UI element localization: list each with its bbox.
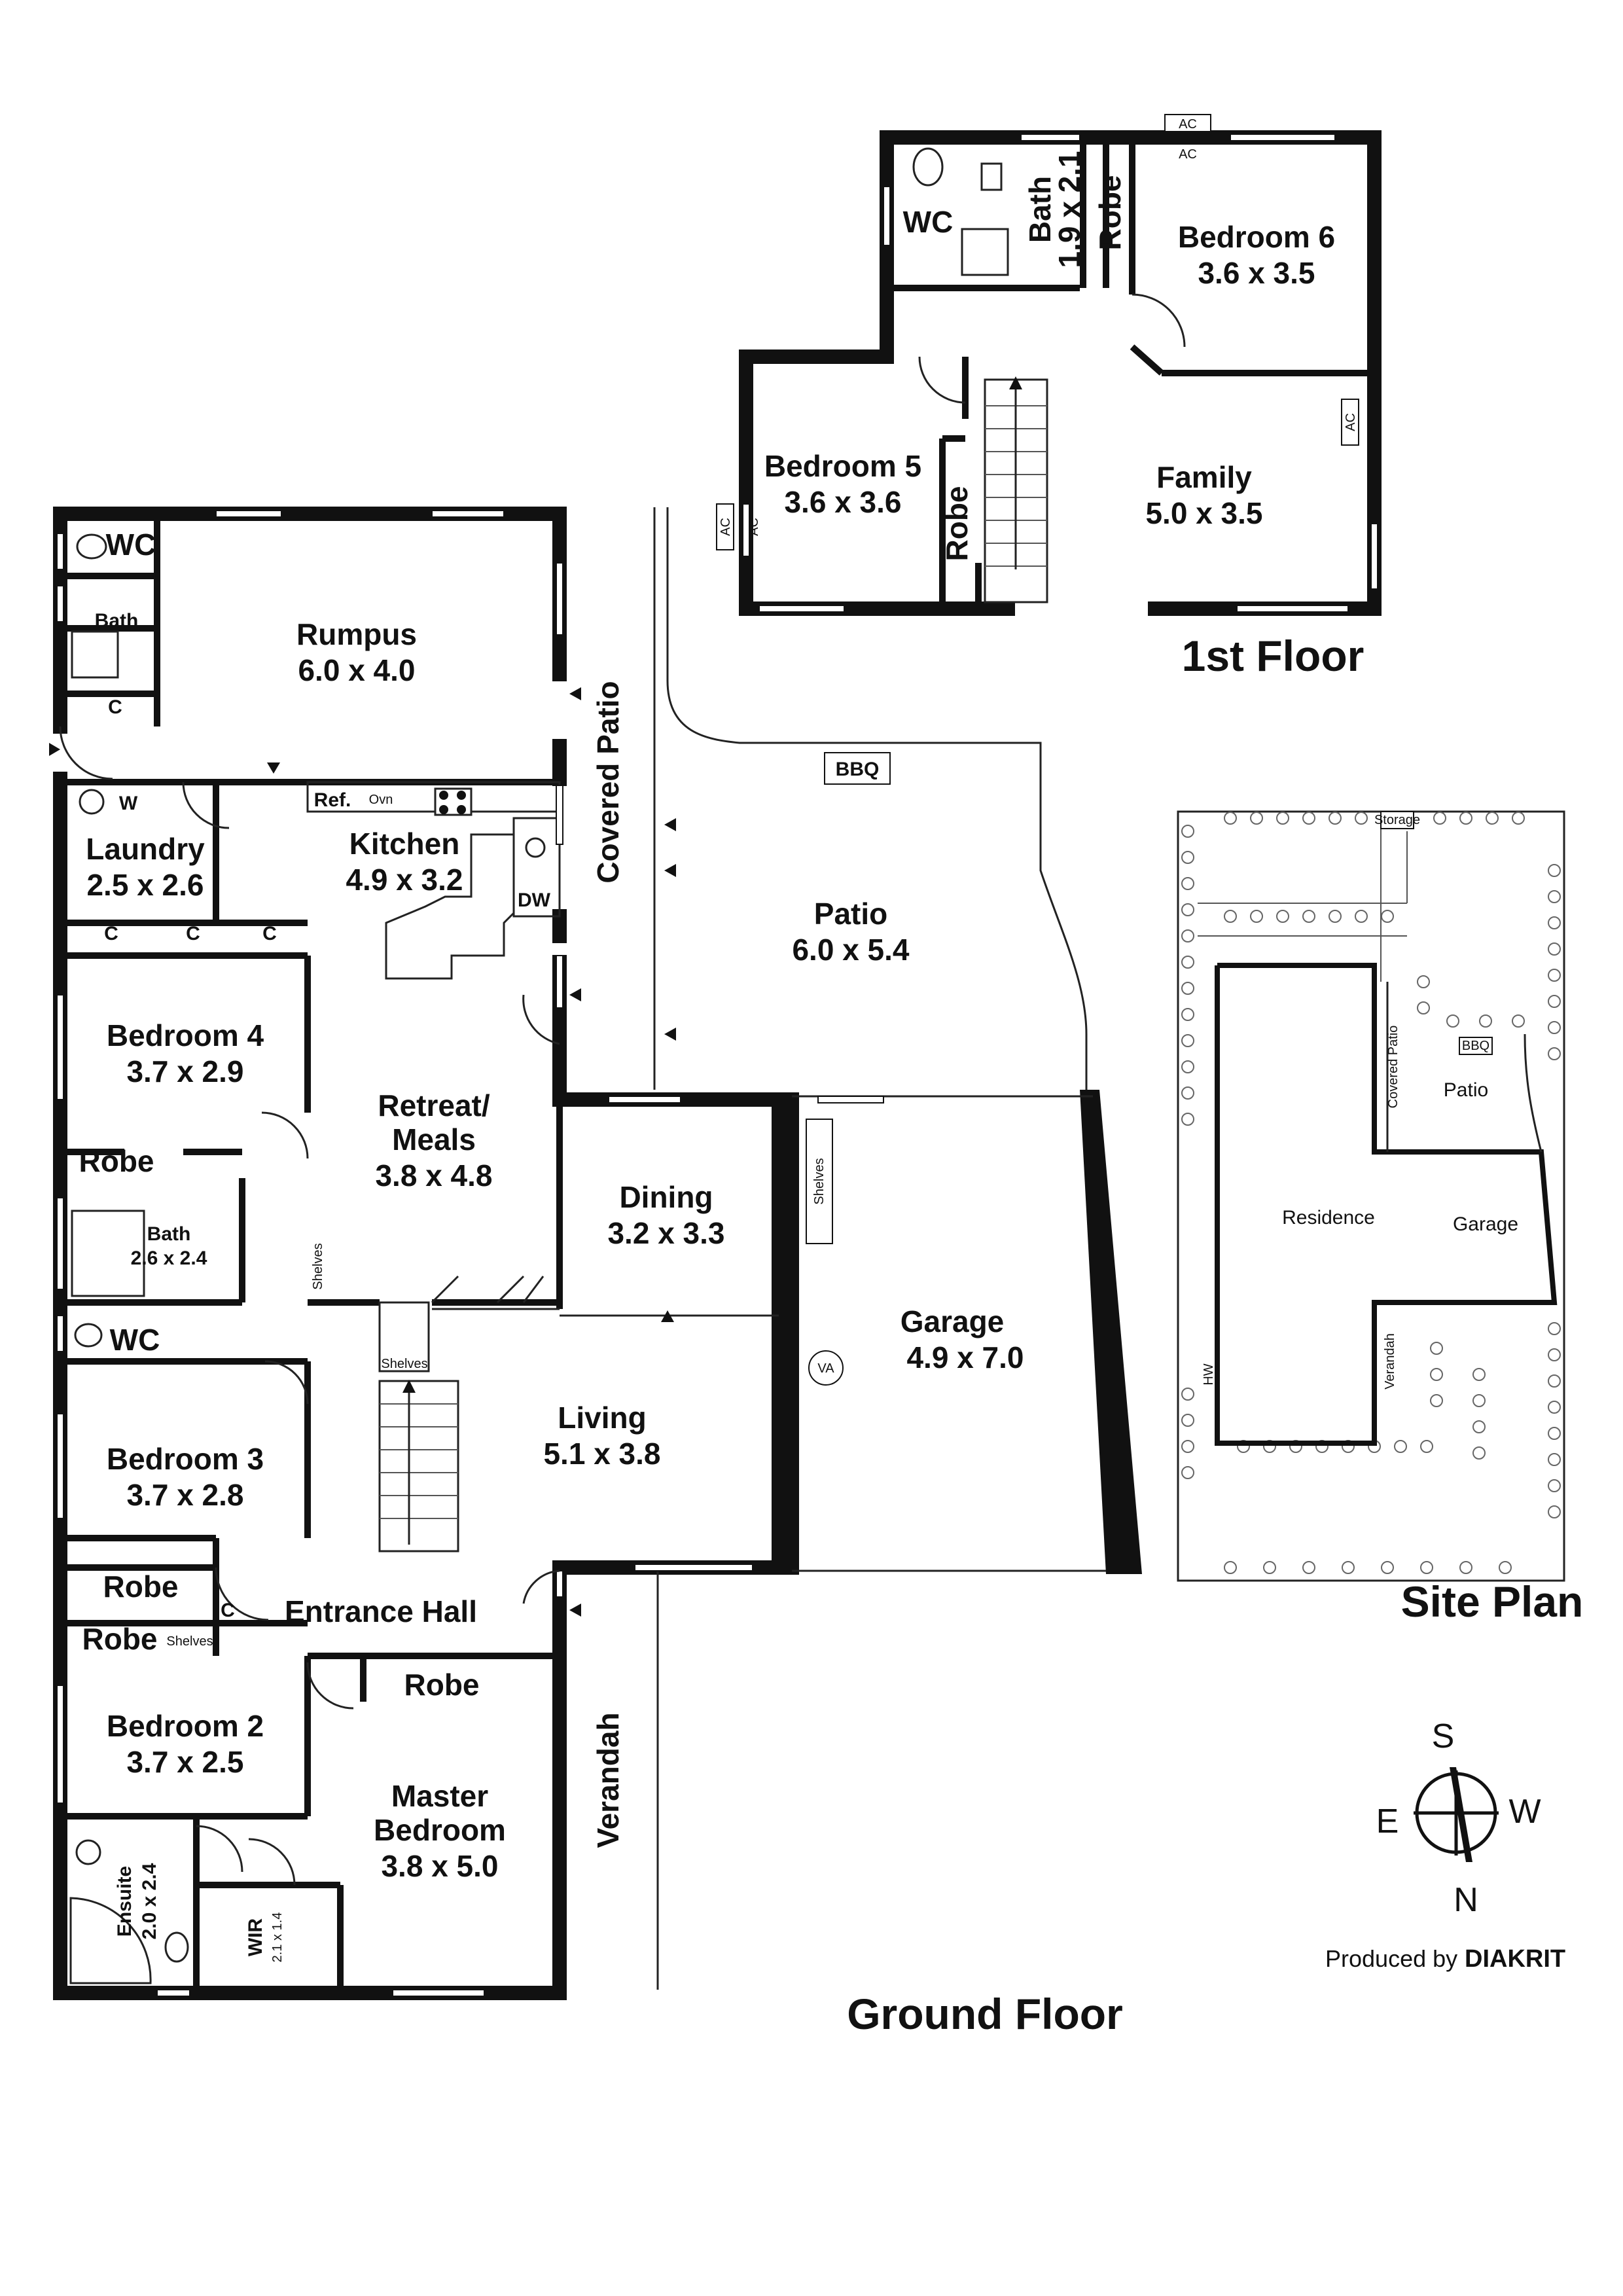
- robe-2-label: Robe: [82, 1622, 158, 1656]
- bedroom-6-dimensions: 3.6 x 3.5: [1198, 256, 1315, 290]
- wc-ground-1-label: WC: [106, 528, 156, 562]
- rumpus-label: Rumpus: [296, 617, 417, 651]
- site-bbq-label: BBQ: [1462, 1039, 1489, 1053]
- compass-east-label: E: [1376, 1803, 1399, 1840]
- site-covered-patio-label: Covered Patio: [1386, 1026, 1400, 1109]
- ac-label-4: AC: [719, 518, 733, 536]
- bath-ground-2-dimensions: 2.6 x 2.4: [131, 1247, 207, 1269]
- bedroom-4-label: Bedroom 4: [107, 1018, 264, 1052]
- washer-label: W: [119, 793, 138, 814]
- ground-floor-plan: WC Bath C Rumpus 6.0 x 4.0 Covered Patio…: [49, 507, 1142, 2038]
- bath-ground-2-label: Bath: [147, 1223, 191, 1245]
- robe-4-label: Robe: [79, 1144, 154, 1178]
- ensuite-label: Ensuite: [114, 1866, 135, 1937]
- robe-1st-label: Robe: [1093, 175, 1127, 251]
- master-bedroom-label: Bedroom: [374, 1813, 506, 1847]
- retreat-label: Retreat/: [378, 1088, 490, 1122]
- cupboard-c2-label: C: [186, 923, 200, 944]
- patio-label: Patio: [814, 897, 887, 931]
- site-verandah-label: Verandah: [1383, 1333, 1397, 1390]
- compass-north-label: N: [1454, 1881, 1478, 1919]
- living-dimensions: 5.1 x 3.8: [543, 1437, 660, 1471]
- covered-patio-label: Covered Patio: [591, 681, 625, 883]
- master-bedroom-dimensions: 3.8 x 5.0: [381, 1849, 498, 1883]
- bath-ground-1-label: Bath: [95, 610, 139, 632]
- bedroom-2-label: Bedroom 2: [107, 1709, 264, 1743]
- cupboard-c3-label: C: [262, 923, 277, 944]
- patio-dimensions: 6.0 x 5.4: [792, 933, 909, 967]
- bedroom-2-dimensions: 3.7 x 2.5: [126, 1745, 243, 1779]
- site-patio-label: Patio: [1444, 1079, 1488, 1101]
- robe-3-label: Robe: [103, 1570, 179, 1604]
- entrance-hall-label: Entrance Hall: [285, 1594, 477, 1628]
- ac-label-5: AC: [747, 518, 761, 536]
- family-label: Family: [1156, 460, 1252, 494]
- bbq-label: BBQ: [836, 759, 880, 780]
- dining-dimensions: 3.2 x 3.3: [607, 1216, 724, 1250]
- retreat-meals-dimensions: 3.8 x 4.8: [375, 1158, 492, 1193]
- ground-floor-title: Ground Floor: [847, 1990, 1123, 2038]
- living-label: Living: [558, 1401, 646, 1435]
- shelves-stair-label: Shelves: [381, 1357, 427, 1371]
- first-floor-title: 1st Floor: [1182, 632, 1364, 680]
- bedroom-3-label: Bedroom 3: [107, 1442, 264, 1476]
- shelves-retreat-label: Shelves: [311, 1243, 325, 1289]
- site-garage-label: Garage: [1453, 1213, 1518, 1235]
- bedroom-4-dimensions: 3.7 x 2.9: [126, 1054, 243, 1088]
- ac-label-2: AC: [1179, 147, 1197, 162]
- garage-label: Garage: [901, 1304, 1005, 1338]
- refrigerator-label: Ref.: [314, 789, 351, 811]
- bedroom-6-label: Bedroom 6: [1178, 220, 1335, 254]
- shelves-hall-label: Shelves: [166, 1634, 213, 1649]
- first-floor-plan: AC AC AC AC AC WC Bath 1.9 x 2.1 Robe Be…: [716, 114, 1382, 680]
- site-storage-label: Storage: [1374, 813, 1420, 827]
- va-label: VA: [817, 1361, 834, 1376]
- ac-label-3: AC: [1344, 413, 1358, 431]
- site-residence-label: Residence: [1282, 1207, 1375, 1229]
- kitchen-dimensions: 4.9 x 3.2: [346, 863, 463, 897]
- compass-west-label: W: [1508, 1793, 1541, 1831]
- robe-master-label: Robe: [404, 1668, 480, 1702]
- wc-1st-label: WC: [903, 205, 954, 239]
- producer-credit: Produced by DIAKRIT: [1325, 1945, 1565, 1973]
- wc-ground-2-label: WC: [110, 1323, 160, 1357]
- oven-label: Ovn: [369, 793, 393, 807]
- robe-5-label: Robe: [940, 486, 974, 562]
- rumpus-dimensions: 6.0 x 4.0: [298, 653, 415, 687]
- credit-prefix: Produced by: [1325, 1945, 1457, 1972]
- dishwasher-label: DW: [518, 889, 551, 911]
- master-label: Master: [391, 1779, 488, 1813]
- kitchen-label: Kitchen: [349, 827, 460, 861]
- dining-label: Dining: [619, 1180, 713, 1214]
- cupboard-ground-1-label: C: [108, 696, 122, 718]
- compass-rose: S W E N: [1376, 1717, 1541, 1919]
- site-plan: Storage Covered Patio BBQ Patio Residenc…: [1177, 810, 1584, 1626]
- site-plan-title: Site Plan: [1401, 1577, 1584, 1626]
- bedroom-3-dimensions: 3.7 x 2.8: [126, 1478, 243, 1512]
- garage-dimensions: 4.9 x 7.0: [906, 1340, 1024, 1374]
- compass-south-label: S: [1432, 1717, 1455, 1755]
- ac-label-1: AC: [1179, 117, 1197, 132]
- credit-brand-logo: DIAKRIT: [1465, 1945, 1565, 1973]
- ensuite-dimensions: 2.0 x 2.4: [139, 1863, 160, 1939]
- site-hw-label: HW: [1202, 1363, 1216, 1385]
- verandah-label: Verandah: [591, 1712, 625, 1848]
- bedroom-5-label: Bedroom 5: [764, 449, 921, 483]
- wir-label: WIR: [245, 1918, 266, 1957]
- laundry-label: Laundry: [86, 832, 205, 866]
- bath-1st-dimensions: 1.9 x 2.1: [1052, 151, 1086, 268]
- wir-dimensions: 2.1 x 1.4: [270, 1912, 285, 1963]
- cupboard-c1-label: C: [104, 923, 118, 944]
- bath-1st-label: Bath: [1023, 176, 1057, 243]
- meals-label: Meals: [392, 1122, 476, 1157]
- laundry-dimensions: 2.5 x 2.6: [86, 868, 204, 902]
- family-dimensions: 5.0 x 3.5: [1145, 496, 1262, 530]
- shelves-garage-label: Shelves: [812, 1158, 827, 1204]
- cupboard-hall-label: C: [221, 1600, 235, 1621]
- bedroom-5-dimensions: 3.6 x 3.6: [784, 485, 901, 519]
